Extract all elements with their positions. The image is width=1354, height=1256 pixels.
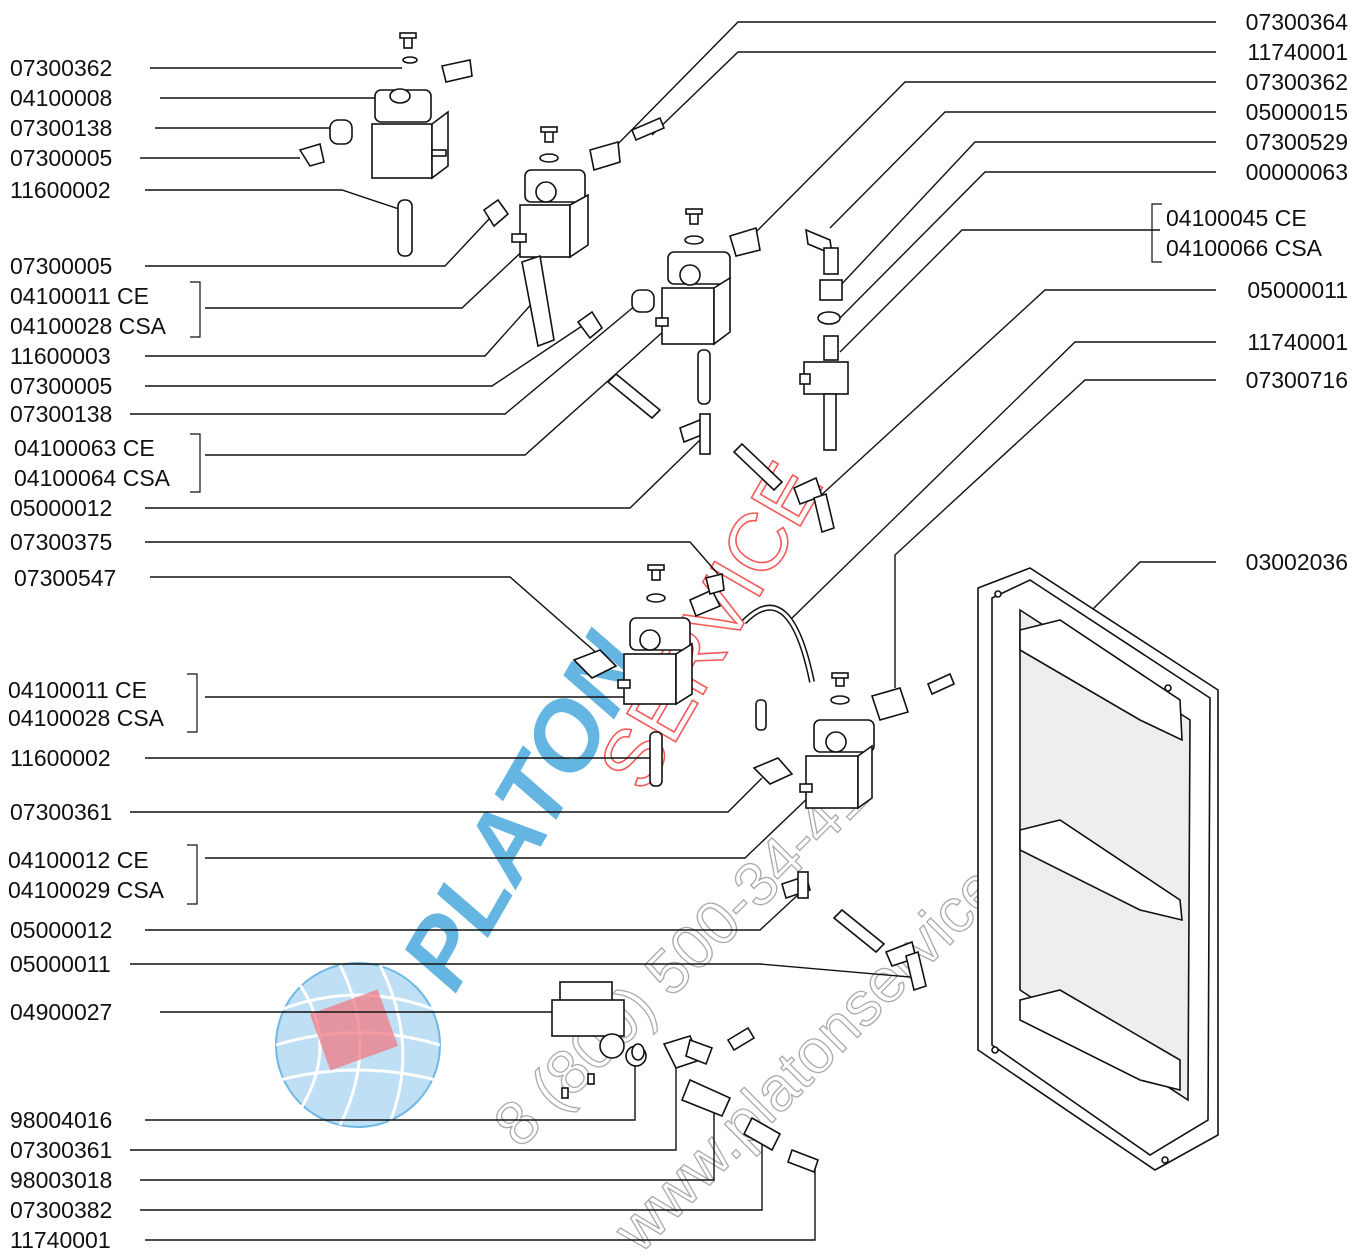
part-label: 07300362 [1246, 69, 1348, 95]
solenoid-valve-04100008 [298, 32, 473, 257]
part-label: 07300005 [10, 373, 112, 399]
part-label: 04100011 CE [8, 677, 147, 703]
part-label: 05000011 [10, 951, 111, 977]
part-label: 04100029 CSA [8, 877, 165, 903]
flowmeter-04900027 [551, 981, 820, 1174]
part-label: 07300716 [1246, 367, 1348, 393]
leader-lines [130, 21, 1216, 1241]
part-label: 98003018 [10, 1167, 112, 1193]
part-label: 05000012 [10, 495, 112, 521]
part-label: 04100008 [10, 85, 112, 111]
part-label: 04100011 CE [10, 283, 149, 309]
part-label: 04100064 CSA [14, 465, 171, 491]
part-label: 07300005 [10, 145, 112, 171]
part-label: 11740001 [1247, 39, 1348, 65]
part-label: 11740001 [1247, 329, 1348, 355]
part-label: 07300529 [1246, 129, 1348, 155]
part-label: 04100063 CE [14, 435, 155, 461]
part-label: 04100028 CSA [10, 313, 167, 339]
solenoid-valve-04100045 [799, 228, 849, 451]
solenoid-valve-04100011-upper [482, 116, 666, 348]
part-label: 11600002 [10, 745, 111, 771]
part-label: 07300361 [10, 799, 112, 825]
part-label: 04900027 [10, 999, 112, 1025]
solenoid-valve-04100011-lower [572, 564, 815, 787]
part-label: 05000015 [1246, 99, 1348, 125]
parts-drawing [298, 32, 1219, 1174]
part-label: 11600002 [10, 177, 111, 203]
part-label: 04100028 CSA [8, 705, 165, 731]
part-label: 07300382 [10, 1197, 112, 1223]
labels-right: 07300364 11740001 07300362 05000015 0730… [1166, 9, 1348, 575]
part-label: 05000011 [1247, 277, 1348, 303]
solenoid-valve-04100063 [576, 208, 835, 534]
part-label: 04100012 CE [8, 847, 149, 873]
part-label: 00000063 [1246, 159, 1348, 185]
part-label: 11600003 [10, 343, 111, 369]
part-label: 11740001 [10, 1227, 111, 1251]
part-label: 07300547 [14, 565, 116, 591]
globe-logo-icon [275, 962, 441, 1128]
solenoid-valve-04100012 [752, 672, 956, 992]
part-label: 07300138 [10, 115, 112, 141]
part-label: 07300375 [10, 529, 112, 555]
part-label: 07300361 [10, 1137, 112, 1163]
label-brackets [187, 203, 1162, 905]
part-label: 04100066 CSA [1166, 235, 1323, 261]
part-label: 07300005 [10, 253, 112, 279]
part-label: 04100045 CE [1166, 205, 1307, 231]
part-label: 98004016 [10, 1107, 112, 1133]
part-label: 07300364 [1246, 9, 1349, 35]
part-label: 03002036 [1246, 549, 1348, 575]
part-label: 05000012 [10, 917, 112, 943]
part-label: 07300362 [10, 55, 112, 81]
mounting-frame-03002036 [977, 567, 1219, 1171]
part-label: 07300138 [10, 401, 112, 427]
labels-left: 07300362 04100008 07300138 07300005 1160… [8, 55, 171, 1253]
